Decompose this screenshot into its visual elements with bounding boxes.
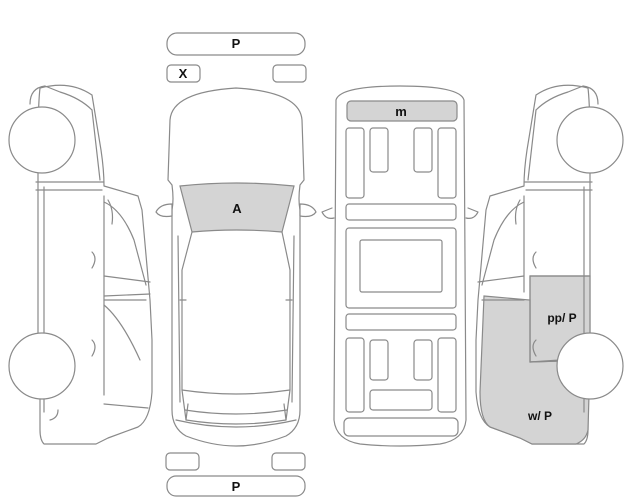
hood-label: A (232, 201, 242, 216)
rear-bumper-label: P (232, 479, 241, 494)
rear-right-seat[interactable] (437, 337, 457, 413)
front-right-lamp-panel[interactable] (272, 64, 307, 83)
front-bumper-label: P (232, 36, 241, 51)
front-left-seat[interactable] (345, 127, 365, 199)
hood-panel[interactable] (179, 182, 295, 233)
front-right-seat[interactable] (437, 127, 457, 199)
front-bumper-panel[interactable] (166, 32, 306, 56)
left-mirror[interactable] (155, 203, 173, 218)
right-rear-quarter-label: w/ P (527, 409, 552, 423)
left-side-view (8, 84, 153, 445)
rear-right-lamp-panel[interactable] (271, 452, 306, 471)
front-left-lamp-panel[interactable] (166, 64, 201, 83)
right-rear-wheel[interactable] (556, 332, 624, 400)
left-rear-wheel[interactable] (8, 332, 76, 400)
roof-front-panel[interactable] (346, 100, 458, 122)
front-view-parts: P X (166, 32, 307, 83)
right-mirror[interactable] (299, 203, 317, 218)
rear-view-parts: P (165, 452, 306, 497)
right-rear-quarter-panel[interactable] (479, 295, 591, 445)
roof-front-label: m (395, 104, 407, 119)
rear-left-seat[interactable] (345, 337, 365, 413)
top-view-body[interactable] (167, 87, 305, 447)
rear-left-lamp-panel[interactable] (165, 452, 200, 471)
top-view: A (155, 87, 317, 447)
right-front-wheel[interactable] (556, 106, 624, 174)
interior-view: m (321, 85, 479, 447)
front-left-lamp-label: X (179, 66, 188, 81)
left-front-wheel[interactable] (8, 106, 76, 174)
rear-bumper-panel[interactable] (166, 475, 306, 497)
right-rear-door-label: pp/ P (547, 311, 576, 325)
right-side-view: pp/ P w/ P (475, 84, 624, 445)
